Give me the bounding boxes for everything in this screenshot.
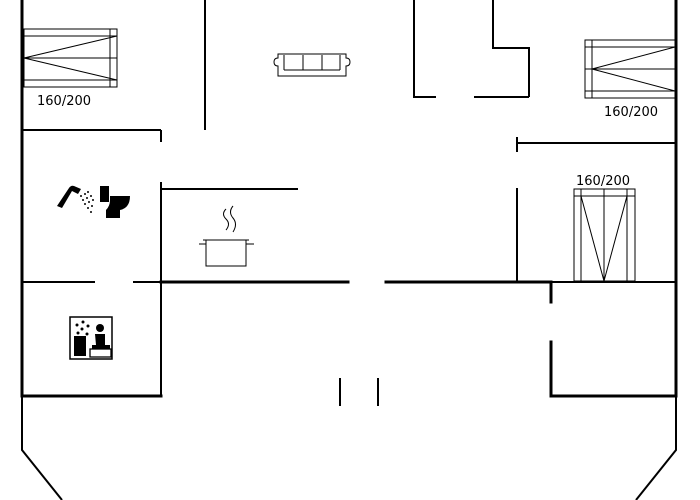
sauna-icon [69, 316, 113, 360]
interior-walls [22, 0, 676, 398]
sofa-icon [273, 53, 351, 77]
bed-size-label: 160/200 [604, 105, 658, 120]
toilet-icon [100, 186, 130, 218]
bed-size-label: 160/200 [576, 174, 630, 189]
bed-top-left [23, 28, 118, 88]
outer-walls [20, 0, 678, 398]
cooking-pot-icon [199, 205, 254, 267]
terrace-outline [21, 378, 677, 500]
bed-right-vertical [573, 188, 636, 282]
shower-icon [57, 185, 94, 213]
bed-top-right [584, 39, 676, 99]
bed-size-label: 160/200 [37, 94, 91, 109]
